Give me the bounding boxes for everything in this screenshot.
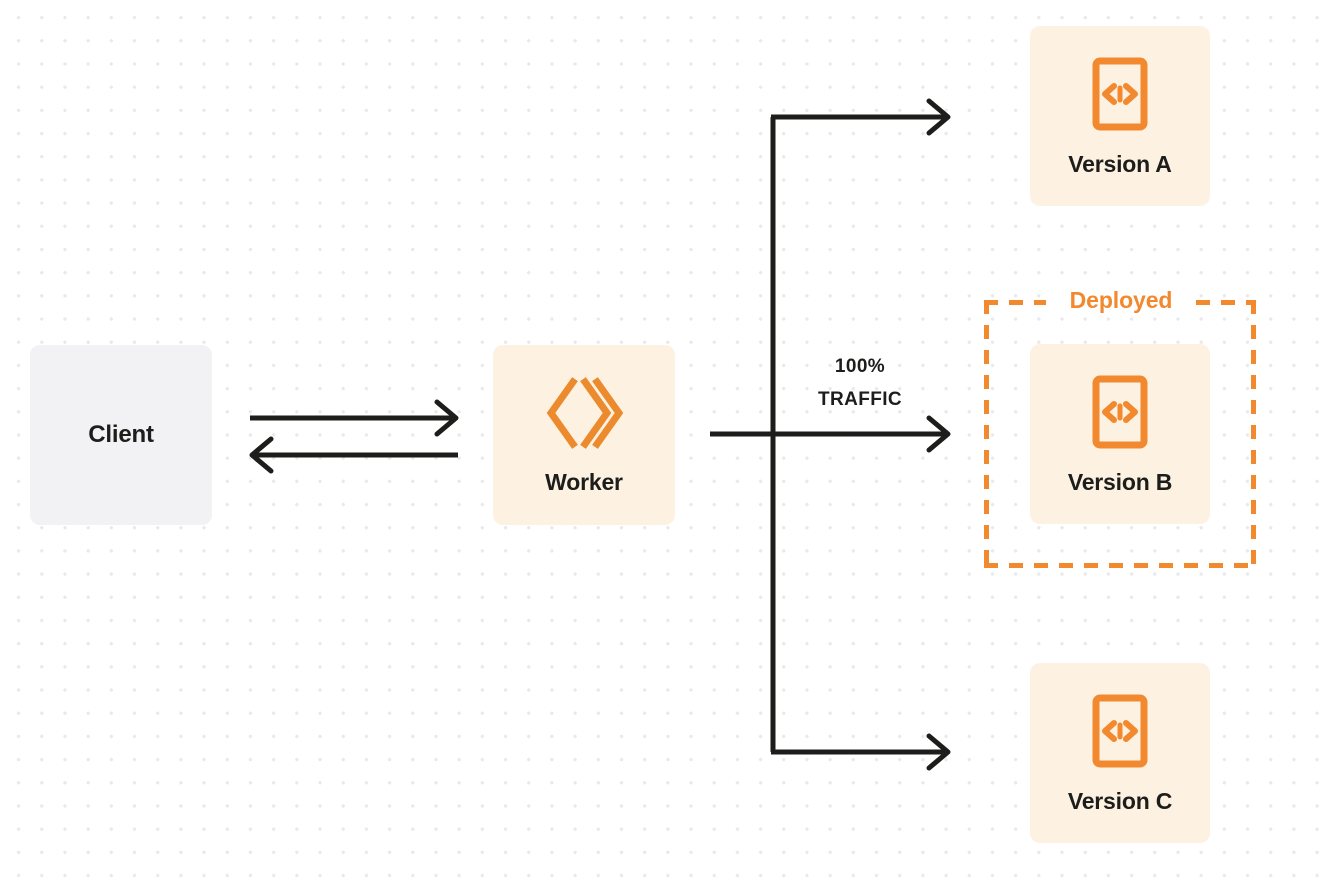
deployed-label: Deployed bbox=[1046, 283, 1196, 317]
node-version-a[interactable]: Version A bbox=[1030, 26, 1210, 206]
deployed-border-top-left bbox=[984, 300, 1046, 305]
node-client[interactable]: Client bbox=[30, 345, 212, 525]
arrow-client-to-worker bbox=[250, 399, 459, 437]
version-b-label: Version B bbox=[1067, 468, 1173, 495]
node-worker[interactable]: Worker bbox=[493, 345, 675, 525]
worker-label: Worker bbox=[545, 468, 623, 495]
workers-logo-icon bbox=[545, 376, 623, 449]
client-label: Client bbox=[88, 421, 154, 448]
arrow-to-version-a bbox=[771, 98, 951, 136]
version-a-label: Version A bbox=[1068, 150, 1172, 177]
code-file-icon bbox=[1092, 57, 1148, 131]
node-version-c[interactable]: Version C bbox=[1030, 663, 1210, 843]
deployed-border-left bbox=[984, 300, 989, 568]
node-version-b[interactable]: Version B bbox=[1030, 344, 1210, 524]
arrow-worker-to-client bbox=[249, 436, 458, 474]
traffic-percent: 100% bbox=[834, 356, 886, 377]
code-file-icon bbox=[1092, 375, 1148, 449]
deployed-border-top-right bbox=[1196, 300, 1256, 305]
traffic-word: TRAFFIC bbox=[817, 389, 903, 410]
code-file-icon bbox=[1092, 694, 1148, 768]
traffic-label: 100% TRAFFIC bbox=[786, 350, 934, 416]
arrow-to-version-c bbox=[771, 733, 951, 771]
arrow-to-version-b bbox=[710, 415, 951, 453]
deployed-border-bottom bbox=[984, 563, 1256, 568]
deployed-group: Deployed bbox=[984, 283, 1256, 568]
version-c-label: Version C bbox=[1067, 787, 1173, 814]
deployed-border-right bbox=[1251, 300, 1256, 568]
